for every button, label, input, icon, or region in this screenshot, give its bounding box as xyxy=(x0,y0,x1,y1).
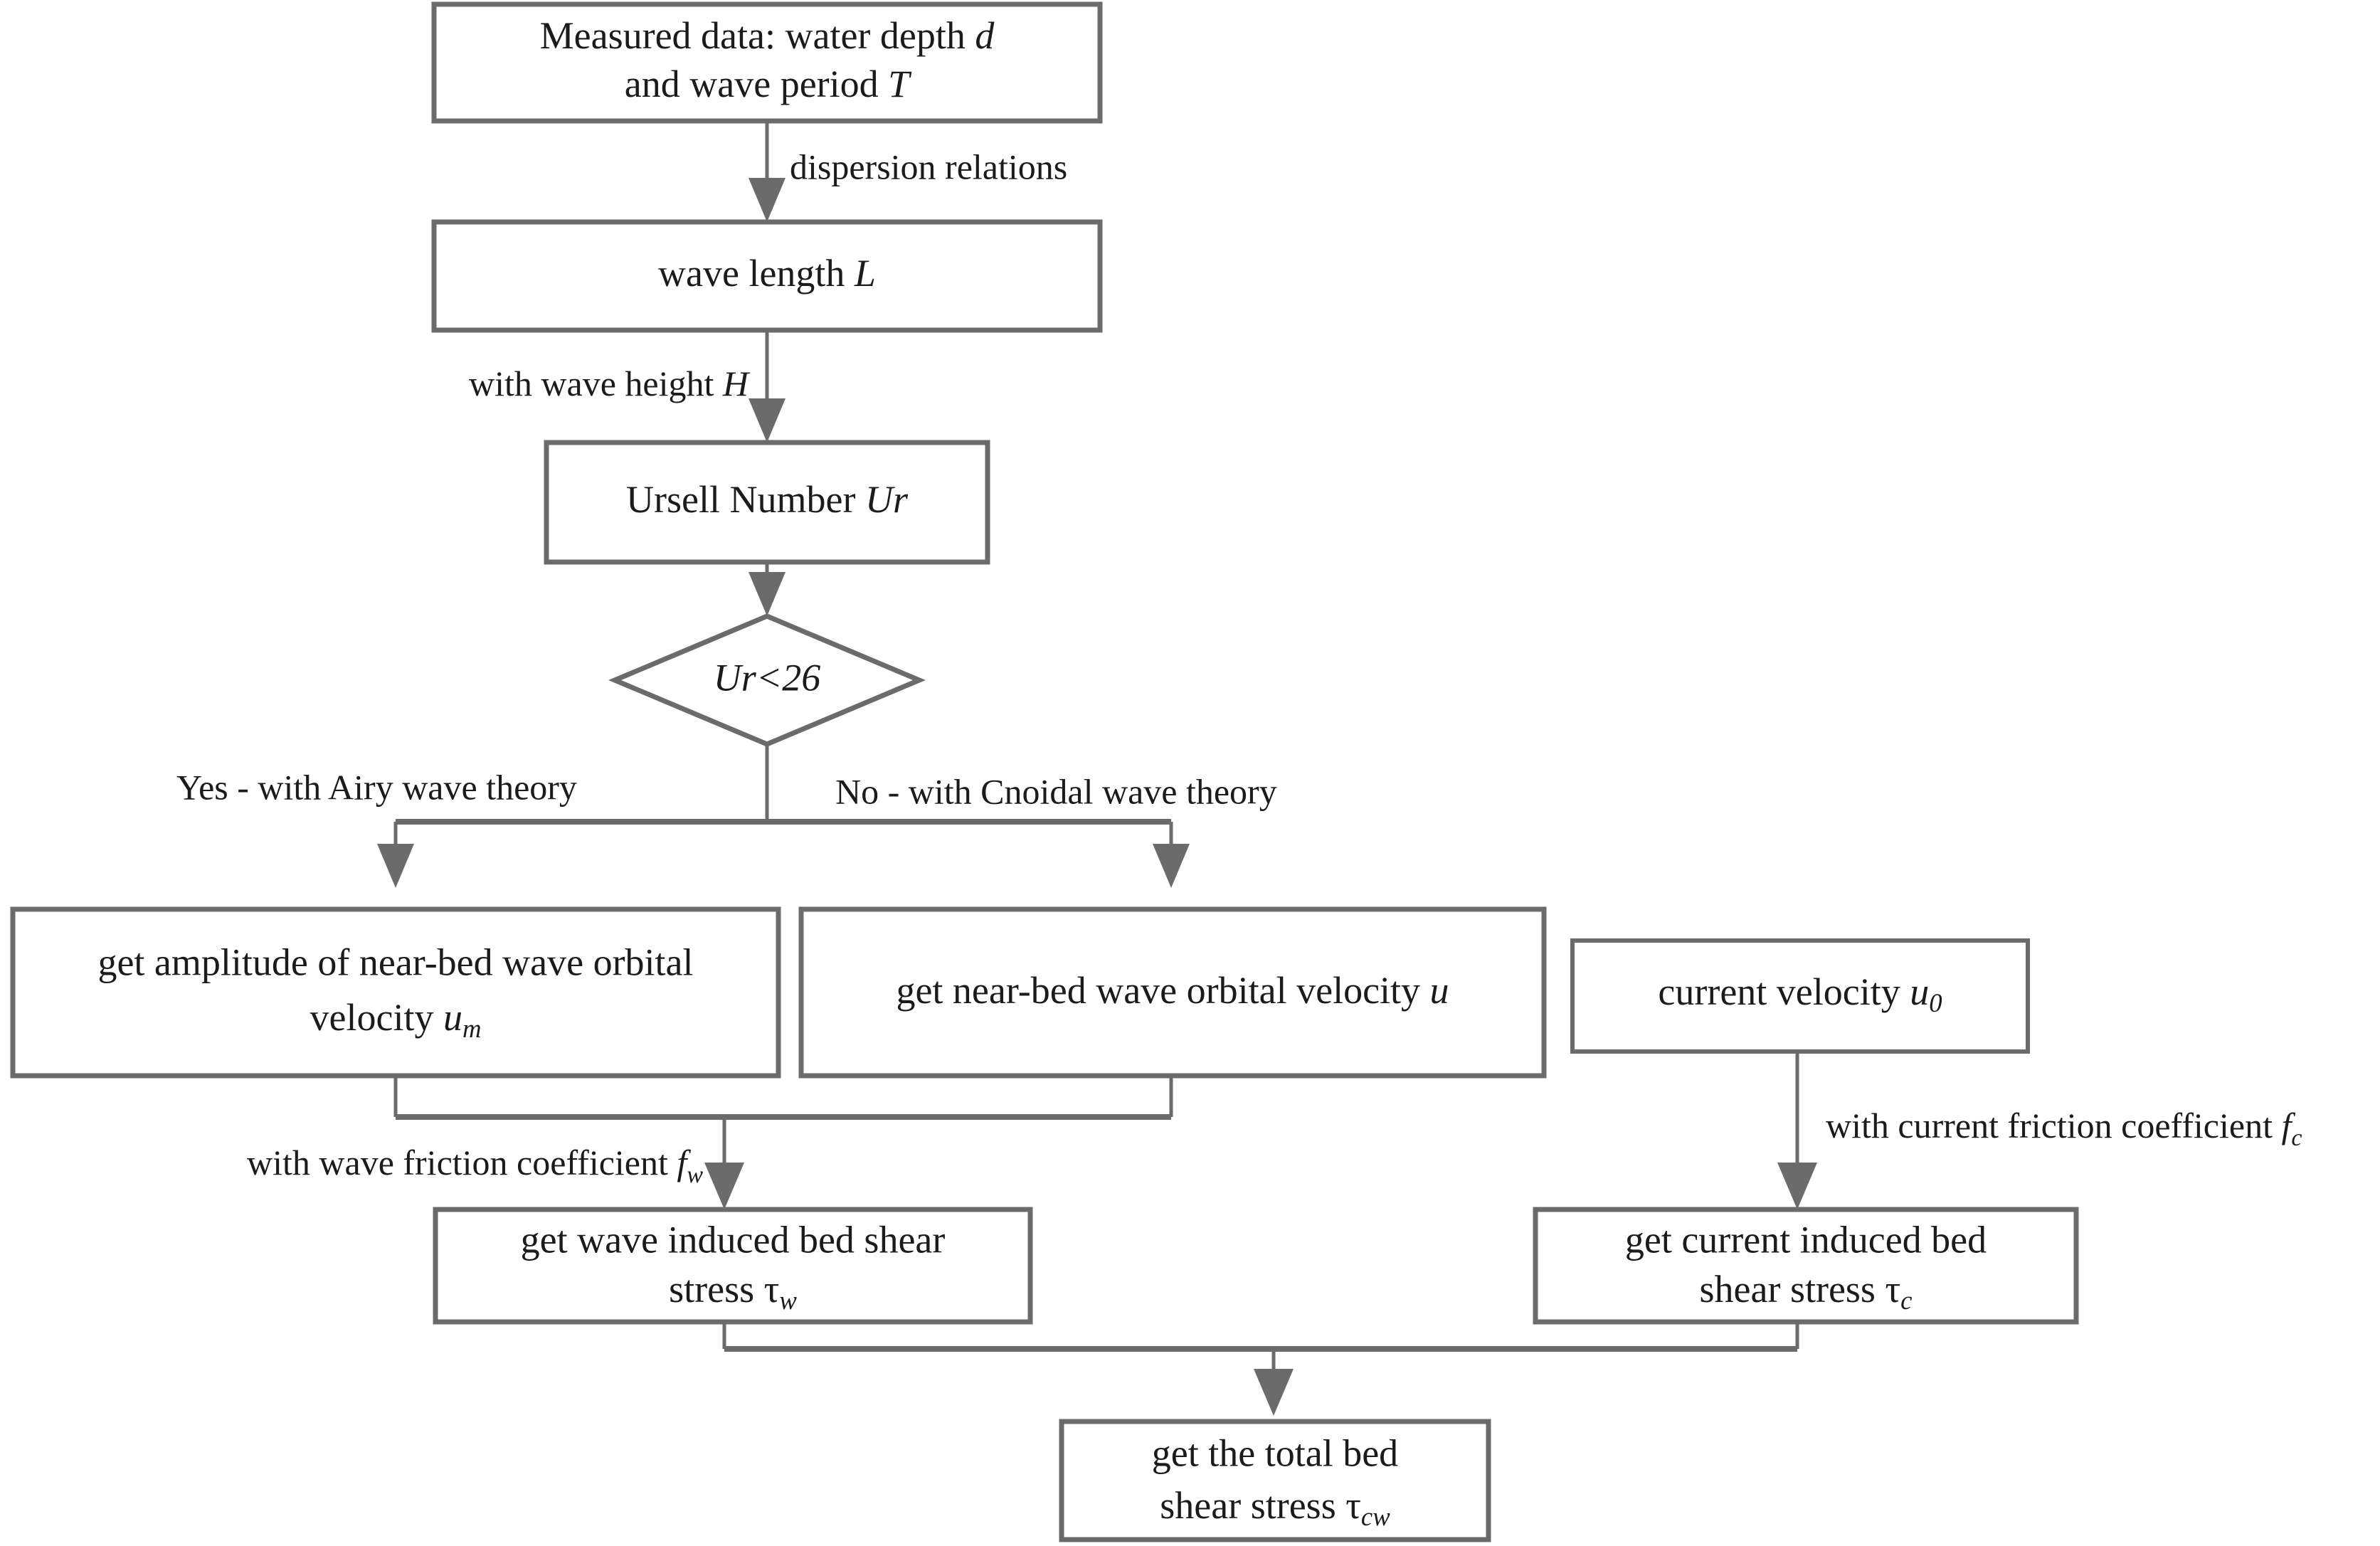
wave-length-symbol-L: L xyxy=(854,252,876,295)
edge-label-branch-no: No - with Cnoidal wave theory xyxy=(835,771,1277,811)
svg-text:shear stress τc: shear stress τc xyxy=(1700,1268,1913,1315)
node-total-shear-stress[interactable]: get the total bed shear stress τcw xyxy=(1059,1419,1491,1542)
measured-data-symbol-d: d xyxy=(975,14,995,57)
svg-text:Ursell Number Ur: Ursell Number Ur xyxy=(626,478,909,521)
edge-ursell-to-decision xyxy=(749,562,786,616)
node-wave-shear-stress[interactable]: get wave induced bed shear stress τw xyxy=(433,1207,1033,1325)
current-velocity-text: current velocity xyxy=(1658,970,1910,1013)
node-current-velocity[interactable]: current velocity u0 xyxy=(1570,938,2030,1054)
current-shear-symbol-tau: τ xyxy=(1885,1268,1900,1311)
decision-ur-label: Ur<26 xyxy=(714,656,820,699)
edge-wavelength-to-ursell xyxy=(749,330,786,443)
edge-label-branch-yes: Yes - with Airy wave theory xyxy=(176,767,577,807)
edge-label-wave-friction: with wave friction coefficient fw xyxy=(247,1143,703,1187)
wave-shear-subscript: w xyxy=(779,1286,797,1315)
edge-label-wave-height-text: with wave height xyxy=(469,364,723,403)
current-velocity-symbol-u: u xyxy=(1910,970,1929,1013)
total-shear-subscript: cw xyxy=(1361,1502,1390,1531)
svg-text:and wave period T: and wave period T xyxy=(625,63,912,105)
amplitude-um-subscript: m xyxy=(462,1014,482,1043)
node-orbital-velocity-u[interactable]: get near-bed wave orbital velocity u xyxy=(798,906,1547,1079)
node-current-shear-stress[interactable]: get current induced bed shear stress τc xyxy=(1533,1207,2079,1325)
amplitude-um-symbol-u: u xyxy=(443,996,462,1039)
node-amplitude-um[interactable]: get amplitude of near-bed wave orbital v… xyxy=(10,906,781,1079)
wave-length-text: wave length xyxy=(658,252,855,295)
edge-label-symbol-H: H xyxy=(722,364,751,403)
svg-text:get near-bed wave orbital velo: get near-bed wave orbital velocity u xyxy=(896,969,1449,1012)
edge-label-dispersion-relations: dispersion relations xyxy=(790,147,1067,186)
node-wave-length[interactable]: wave length L xyxy=(431,219,1103,333)
svg-text:velocity um: velocity um xyxy=(310,996,482,1043)
svg-text:stress τw: stress τw xyxy=(669,1268,797,1315)
measured-data-line2-text: and wave period xyxy=(625,63,888,105)
total-shear-symbol-tau: τ xyxy=(1345,1484,1361,1527)
amplitude-um-line2-text: velocity xyxy=(310,996,443,1039)
edge-merge-to-wave-shear xyxy=(393,1076,1173,1209)
wave-shear-line1: get wave induced bed shear xyxy=(521,1218,946,1261)
wave-shear-line2-text: stress xyxy=(669,1268,764,1311)
total-shear-line1: get the total bed xyxy=(1152,1431,1398,1474)
amplitude-um-line1: get amplitude of near-bed wave orbital xyxy=(97,941,693,983)
orbital-u-text: get near-bed wave orbital velocity xyxy=(896,969,1429,1012)
edge-label-current-friction-subscript: c xyxy=(2291,1125,2302,1151)
node-measured-data[interactable]: Measured data: water depth d and wave pe… xyxy=(431,1,1103,124)
current-shear-line1: get current induced bed xyxy=(1625,1218,1987,1261)
ursell-number-text: Ursell Number xyxy=(626,478,865,521)
orbital-u-symbol-u: u xyxy=(1430,969,1449,1012)
edge-label-wave-friction-text: with wave friction coefficient xyxy=(247,1143,677,1182)
total-shear-line2-text: shear stress xyxy=(1160,1484,1345,1527)
current-shear-subscript: c xyxy=(1900,1286,1912,1315)
svg-text:Measured data: water depth d: Measured data: water depth d xyxy=(540,14,995,57)
current-velocity-subscript: 0 xyxy=(1929,988,1942,1017)
node-ursell-number[interactable]: Ursell Number Ur xyxy=(544,440,990,565)
edge-label-current-friction: with current friction coefficient fc xyxy=(1826,1106,2302,1150)
svg-text:wave length L: wave length L xyxy=(658,252,876,295)
svg-text:current velocity u0: current velocity u0 xyxy=(1658,970,1942,1017)
edge-measured-to-wavelength xyxy=(749,121,786,222)
ursell-number-symbol-Ur: Ur xyxy=(865,478,909,521)
edge-label-wave-height: with wave height H xyxy=(469,364,751,403)
edge-decision-split xyxy=(377,744,1190,888)
wave-shear-symbol-tau: τ xyxy=(764,1268,780,1311)
edge-merge-to-total-shear xyxy=(722,1322,1799,1416)
edge-label-wave-friction-subscript: w xyxy=(687,1162,703,1188)
edge-current-velocity-to-current-shear xyxy=(1777,1052,1817,1209)
edge-label-current-friction-text: with current friction coefficient xyxy=(1826,1106,2281,1145)
measured-data-symbol-T: T xyxy=(888,63,912,105)
measured-data-line1-text: Measured data: water depth xyxy=(540,14,975,57)
current-shear-line2-text: shear stress xyxy=(1700,1268,1886,1311)
svg-text:shear stress τcw: shear stress τcw xyxy=(1160,1484,1390,1531)
node-decision-ur[interactable]: Ur<26 xyxy=(608,613,926,747)
